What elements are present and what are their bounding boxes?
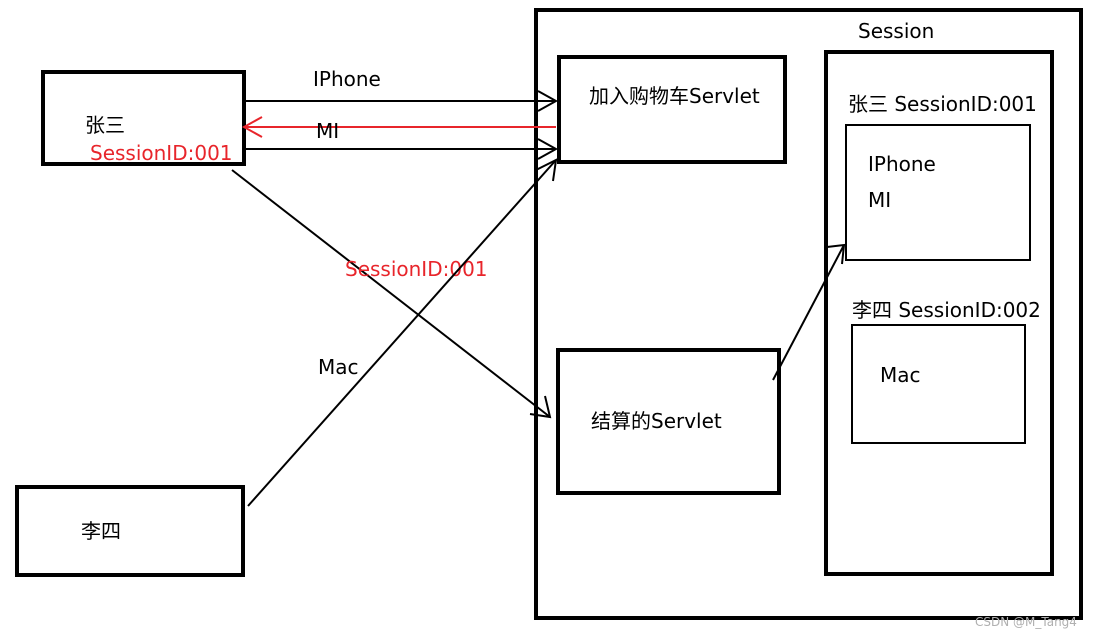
servlet-checkout (556, 348, 781, 495)
servlet-add-cart (557, 55, 787, 164)
session-item-mi: MI (868, 188, 891, 212)
servlet-checkout-label: 结算的Servlet (591, 409, 722, 433)
session-item-iphone: IPhone (868, 152, 936, 176)
client-lisi-name: 李四 (81, 519, 121, 543)
arrow-iphone (246, 90, 559, 112)
session-header-lisi: 李四 SessionID:002 (852, 298, 1041, 322)
arrow-label-iphone: IPhone (313, 67, 381, 91)
client-zhangsan-sessionid: SessionID:001 (90, 141, 233, 165)
arrow-zhangsan-to-checkout (231, 169, 552, 419)
client-zhangsan (41, 70, 246, 166)
arrow-lisi-to-add-cart (247, 158, 558, 507)
session-header-zhangsan: 张三 SessionID:001 (848, 92, 1037, 116)
client-lisi (15, 485, 245, 577)
session-title: Session (858, 19, 934, 43)
arrow-label-mi: MI (316, 119, 339, 143)
session-item-mac: Mac (880, 363, 921, 387)
server-boundary (534, 8, 1083, 620)
client-zhangsan-name: 张三 (85, 113, 125, 137)
arrow-request-2 (246, 138, 559, 160)
session-box-zhangsan (845, 124, 1031, 261)
arrow-label-mac: Mac (318, 355, 359, 379)
arrow-checkout-to-session (772, 243, 846, 381)
session-box-lisi (851, 324, 1026, 444)
session-store-box (824, 50, 1054, 576)
arrow-mi-response (241, 116, 556, 138)
watermark: CSDN @M_Tang4 (975, 615, 1077, 629)
arrow-label-sessionid-middle: SessionID:001 (345, 257, 488, 281)
servlet-add-cart-label: 加入购物车Servlet (589, 84, 760, 108)
